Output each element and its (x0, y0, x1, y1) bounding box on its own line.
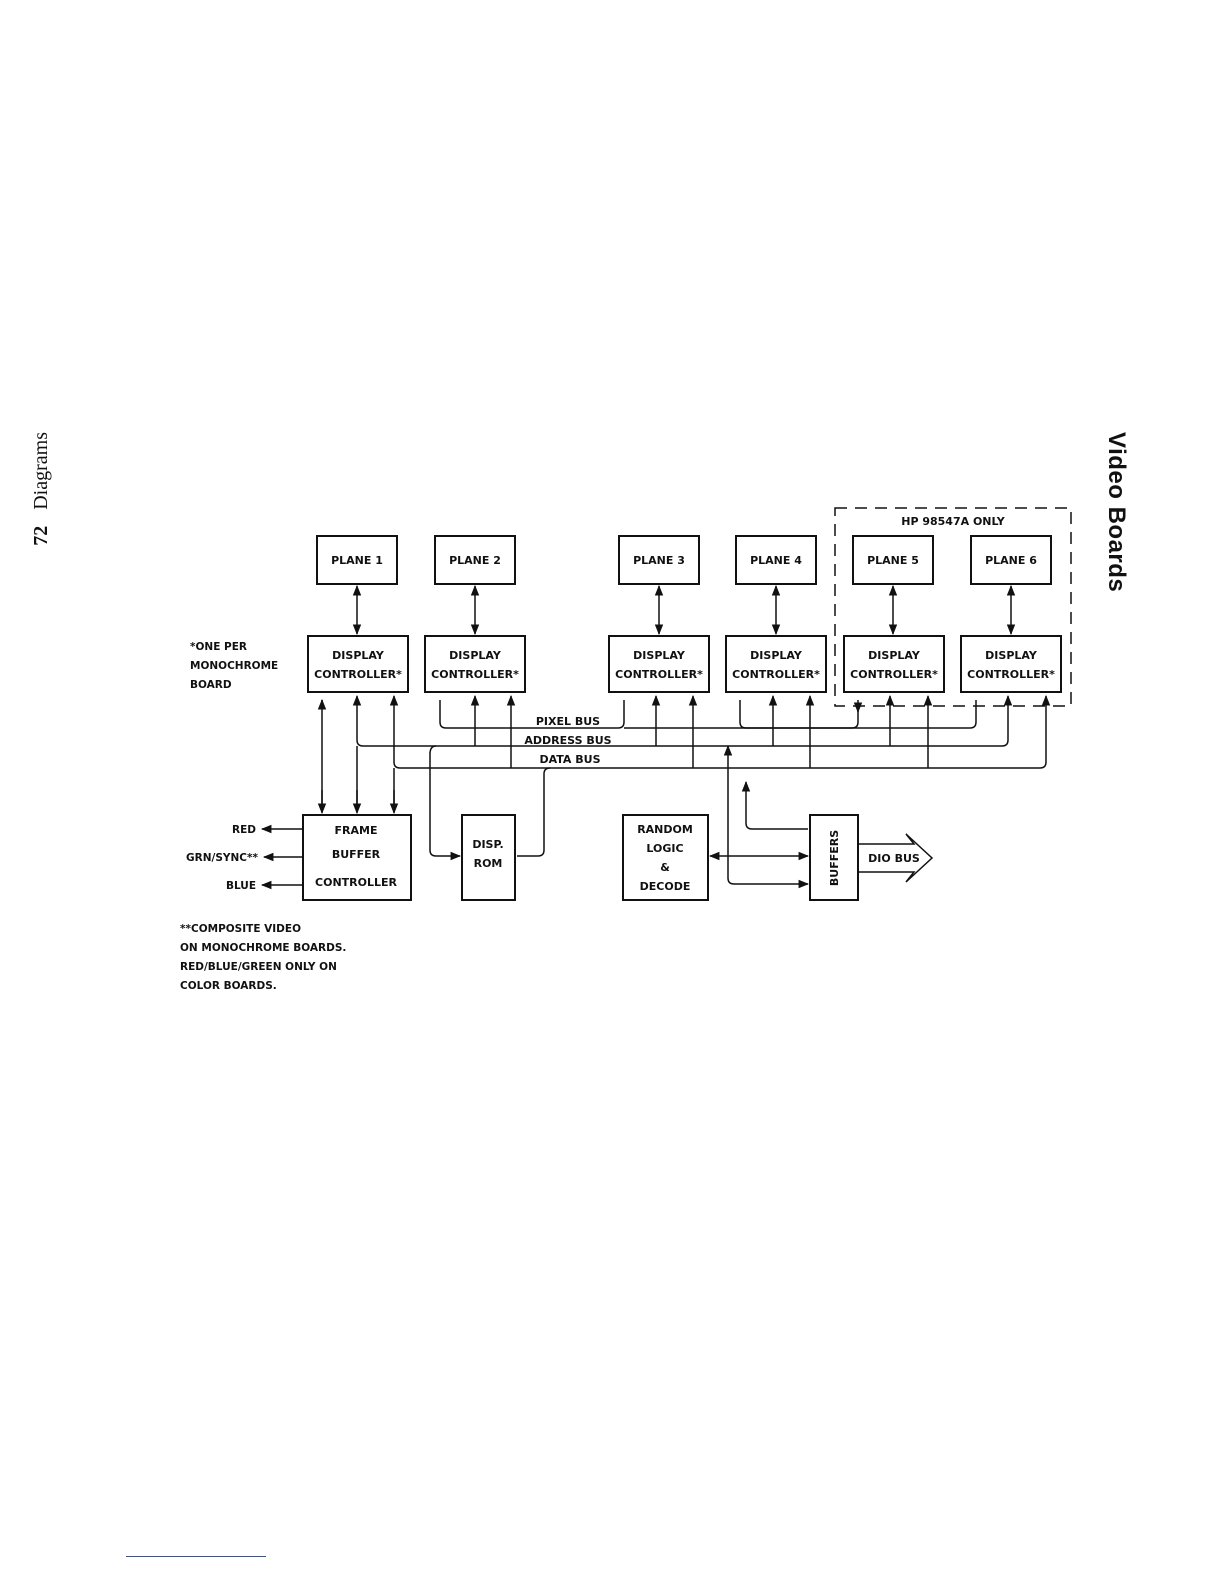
disp-rom-line-2: ROM (474, 857, 503, 870)
frame-buffer-line-3: CONTROLLER (315, 876, 397, 889)
display-controller-5-line2: CONTROLLER* (850, 668, 938, 681)
display-controller-3-line1: DISPLAY (633, 649, 686, 662)
display-controller-3-box (608, 635, 710, 693)
buffers-label: BUFFERS (828, 830, 841, 886)
data-bus-line (393, 700, 1047, 769)
plane-4-box (735, 535, 817, 585)
note-single-star: *ONE PER MONOCHROME BOARD (190, 641, 278, 691)
random-logic-line-1: RANDOM (637, 823, 693, 836)
note-double-line-2: ON MONOCHROME BOARDS. (180, 942, 346, 954)
video-outputs: RED GRN/SYNC** BLUE (186, 824, 303, 892)
rom-address-link (429, 745, 460, 856)
output-red-label: RED (232, 824, 256, 836)
note-double-star: **COMPOSITE VIDEO ON MONOCHROME BOARDS. … (180, 923, 346, 992)
plane-3-label: PLANE 3 (633, 554, 685, 567)
address-bus-line (356, 700, 1009, 747)
pixel-bus-line (439, 700, 625, 729)
optional-group-label: HP 98547A ONLY (901, 515, 1006, 528)
note-double-line-4: COLOR BOARDS. (180, 980, 277, 992)
address-bus-label: ADDRESS BUS (524, 734, 611, 747)
display-controller-4-line2: CONTROLLER* (732, 668, 820, 681)
data-bus-label: DATA BUS (539, 753, 600, 766)
note-single-line-2: MONOCHROME (190, 660, 278, 672)
optional-group-outline (834, 507, 1072, 707)
disp-rom-line-1: DISP. (472, 838, 503, 851)
display-controller-1-box (307, 635, 409, 693)
bus-tap-arrows (317, 694, 1051, 714)
note-double-line-1: **COMPOSITE VIDEO (180, 923, 301, 935)
frame-buffer-controller-box (302, 814, 412, 901)
plane-6-box (970, 535, 1052, 585)
note-single-line-1: *ONE PER (190, 641, 247, 653)
display-controller-6-box (960, 635, 1062, 693)
display-controller-4-line1: DISPLAY (750, 649, 803, 662)
display-controller-1-line2: CONTROLLER* (314, 668, 402, 681)
display-controller-2-box (424, 635, 526, 693)
disp-rom: DISP. ROM (461, 814, 516, 901)
output-blue-label: BLUE (226, 880, 256, 892)
random-logic-line-2: LOGIC (646, 842, 683, 855)
plane-5-label: PLANE 5 (867, 554, 919, 567)
display-controller-6-line2: CONTROLLER* (967, 668, 1055, 681)
output-grn-sync-label: GRN/SYNC** (186, 852, 258, 864)
note-double-line-3: RED/BLUE/GREEN ONLY ON (180, 961, 337, 973)
frame-buffer-line-2: BUFFER (332, 848, 381, 861)
pixel-bus-label: PIXEL BUS (536, 715, 600, 728)
rom-data-link (517, 767, 551, 857)
plane-5-box (852, 535, 934, 585)
frame-buffer-line-1: FRAME (335, 824, 378, 837)
disp-rom-box (461, 814, 516, 901)
display-controller-5-line1: DISPLAY (868, 649, 921, 662)
dio-bus-label: DIO BUS (868, 852, 920, 865)
plane-1-box (316, 535, 398, 585)
data-bus-to-buffers (741, 780, 808, 830)
footer-rule (126, 1556, 266, 1557)
plane-3-box (618, 535, 700, 585)
display-controller-2-line1: DISPLAY (449, 649, 502, 662)
address-bus-to-buffers (723, 744, 810, 889)
plane-2-box (434, 535, 516, 585)
note-single-line-3: BOARD (190, 679, 232, 691)
display-controllers: DISPLAY CONTROLLER* DISPLAY CONTROLLER* … (307, 635, 1062, 693)
random-logic-box (622, 814, 709, 901)
plane-6-label: PLANE 6 (985, 554, 1037, 567)
random-logic-line-4: DECODE (640, 880, 691, 893)
display-controller-1-line1: DISPLAY (332, 649, 385, 662)
plane-controller-links (352, 584, 1016, 636)
frame-buffer-controller: FRAME BUFFER CONTROLLER (302, 814, 412, 901)
random-logic-line-3: & (660, 861, 670, 874)
buffers: BUFFERS (809, 814, 859, 901)
plane-4-label: PLANE 4 (750, 554, 802, 567)
display-controller-3-line2: CONTROLLER* (615, 668, 703, 681)
display-controller-6-line1: DISPLAY (985, 649, 1038, 662)
display-controller-4-box (725, 635, 827, 693)
section-title: Video Boards (1103, 432, 1130, 593)
plane-2-label: PLANE 2 (449, 554, 501, 567)
planes: PLANE 1 PLANE 2 PLANE 3 PLANE 4 PLANE 5 … (316, 535, 1052, 585)
display-controller-2-line2: CONTROLLER* (431, 668, 519, 681)
plane-1-label: PLANE 1 (331, 554, 383, 567)
buffers-box (809, 814, 859, 901)
display-controller-5-box (843, 635, 945, 693)
random-logic-decode: RANDOM LOGIC & DECODE (622, 814, 709, 901)
dio-bus-arrow (858, 833, 934, 883)
